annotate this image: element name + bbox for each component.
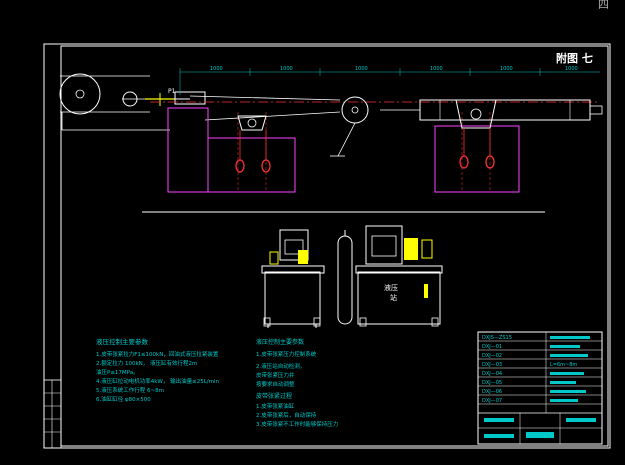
title-block-row: DXJ—03 [482,362,502,368]
title-block: DXJS—ZS15 DXJ—01 DXJ—02 DXJ—03 DXJ—04 DX… [477,331,603,445]
inner-frame [60,45,609,447]
note-line: 2.皮带张紧后，自动保持 [256,411,317,419]
note-line: 皮带张紧压力并 [256,371,295,379]
notes-block-2: 液压控制主要参数 1.皮带张紧压力控制系统 2.液压站自动检测， 皮带张紧压力并… [256,338,317,388]
note-line: 6.油缸缸径 φ80×500 [96,395,151,403]
dim-number: 1000 [210,66,223,72]
sheet-label: 附图 七 [556,51,593,65]
title-block-row: DXJ—06 [482,389,502,395]
lifting-hooks-right [459,128,495,169]
dim-number: 1000 [430,66,443,72]
left-label: P1 [168,88,176,95]
note-line: 3.皮带张紧不工作时能够保持压力 [256,420,338,428]
title-block-row: DXJ—02 [482,353,502,359]
left-support-bracket [237,115,267,131]
dim-number: 1000 [500,66,513,72]
note-line: 5.液压系统工作行程 6~8m [96,386,164,394]
outer-frame [43,43,611,449]
notes-title: 皮带张紧过程 [256,392,292,400]
title-block-row: DXJ—04 [482,371,502,377]
notes-title: 液压控制主要参数 [96,337,149,346]
notes-title: 液压控制主要参数 [256,338,304,346]
note-line: 1.皮带张紧油缸 [256,402,295,410]
left-binding-strip [43,379,62,449]
title-block-row: DXJ—01 [482,344,502,350]
title-block-row: DXJ—07 [482,398,502,404]
note-line: 1.皮带张紧压力控制系统 [256,350,317,358]
elevation-view: P1 1000 1000 1000 1000 1000 1000 [59,66,603,213]
dim-number: 1000 [280,66,293,72]
lifting-hooks-left [235,130,271,173]
left-cylinder [174,91,206,105]
dim-number: 1000 [565,66,578,72]
title-block-row: DXJ—05 [482,380,502,386]
hydraulic-station-label-line2: 站 [390,293,397,302]
note-line: 4.液压缸拉动电机功率4kW， 输出油量≥25L/min [96,377,220,385]
corner-mark: 四 [598,0,609,11]
foundation-right [434,125,520,193]
title-block-row: DXJS—ZS15 [482,335,512,341]
accumulator [337,230,353,325]
title-block-spec: L=6m~8m [550,362,577,368]
hydraulic-station-2: 液压 站 [355,225,443,327]
note-line: 2.液压站自动检测， [256,362,305,370]
notes-block-3: 皮带张紧过程 1.皮带张紧油缸 2.皮带张紧后，自动保持 3.皮带张紧不工作时能… [256,392,338,428]
dimension-numbers: 1000 1000 1000 1000 1000 1000 [210,66,578,72]
notes-block-1: 液压控制主要参数 1.皮带张紧拉力F1≤100kN，回油式液压拉紧装置 2.额定… [96,337,220,403]
note-line: 油压P≤17MPa。 [96,368,139,376]
note-line: 1.皮带张紧拉力F1≤100kN，回油式液压拉紧装置 [96,350,219,358]
dim-number: 1000 [355,66,368,72]
foundation-left-2 [207,137,296,193]
hydraulic-station-label-line1: 液压 [384,283,398,292]
note-line: 2.额定拉力 100kN， 液压缸有效行程2m [96,359,197,367]
hydraulic-station-1 [261,229,325,328]
drive-pulley [59,73,101,115]
note-line: 按要求自动调整 [256,380,295,388]
